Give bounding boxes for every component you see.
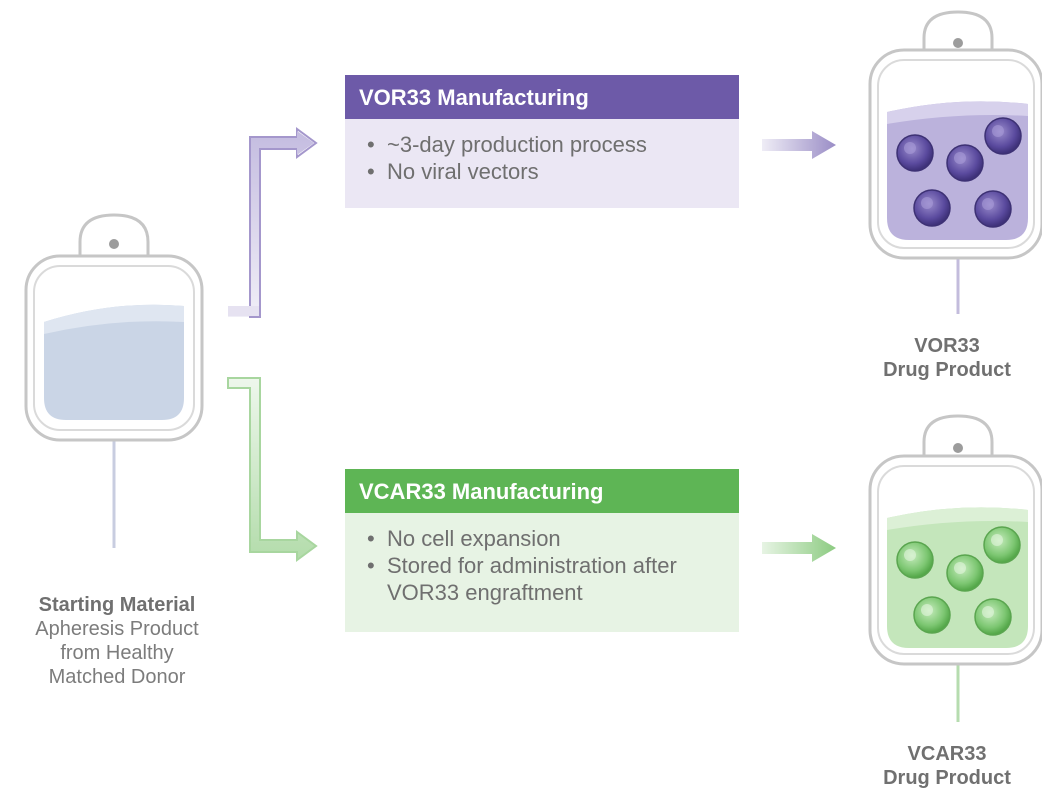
to-vcar33-arrow-icon <box>227 377 318 562</box>
vor33-product-label: VOR33 Drug Product <box>852 334 1042 382</box>
bullet-icon: • <box>367 159 375 184</box>
starting-material-label: Starting Material Apheresis Product from… <box>0 593 234 689</box>
list-item: • No viral vectors <box>367 158 739 185</box>
bullet-text: Stored for administration after VOR33 en… <box>387 553 677 605</box>
vcar33-manufacturing-box: VCAR33 Manufacturing • No cell expansion… <box>345 469 739 632</box>
bullet-text: ~3-day production process <box>387 132 647 157</box>
vcar33-product-line-1: VCAR33 <box>907 743 987 765</box>
bullet-text: No viral vectors <box>387 159 539 184</box>
vor33-product-line-1: VOR33 <box>914 335 980 357</box>
vor33-manufacturing-bullets: • ~3-day production process • No viral v… <box>345 119 739 208</box>
vcar33-product-bag-icon <box>868 414 1042 722</box>
vor33-output-arrow-icon <box>762 131 836 159</box>
vor33-manufacturing-title: VOR33 Manufacturing <box>345 75 739 119</box>
vcar33-output-arrow-icon <box>762 534 836 562</box>
starting-material-line-1: Apheresis Product <box>35 618 199 640</box>
vcar33-product-line-2: Drug Product <box>883 767 1011 789</box>
starting-material-line-2: from Healthy <box>60 642 174 664</box>
starting-material-line-3: Matched Donor <box>48 666 186 688</box>
list-item: • No cell expansion <box>367 525 739 552</box>
bullet-icon: • <box>367 526 375 551</box>
to-vor33-arrow-icon <box>228 127 318 318</box>
bullet-icon: • <box>367 132 375 157</box>
vcar33-manufacturing-title: VCAR33 Manufacturing <box>345 469 739 513</box>
vor33-product-line-2: Drug Product <box>883 359 1011 381</box>
starting-material-bag-icon <box>24 213 204 548</box>
bullet-icon: • <box>367 553 375 578</box>
vcar33-product-label: VCAR33 Drug Product <box>852 742 1042 790</box>
vor33-product-bag-icon <box>868 10 1042 314</box>
list-item: • ~3-day production process <box>367 131 739 158</box>
vcar33-manufacturing-bullets: • No cell expansion • Stored for adminis… <box>345 513 739 632</box>
bullet-text: No cell expansion <box>387 526 561 551</box>
starting-material-title: Starting Material <box>38 594 196 616</box>
vor33-manufacturing-box: VOR33 Manufacturing • ~3-day production … <box>345 75 739 208</box>
list-item: • Stored for administration after VOR33 … <box>367 552 717 606</box>
